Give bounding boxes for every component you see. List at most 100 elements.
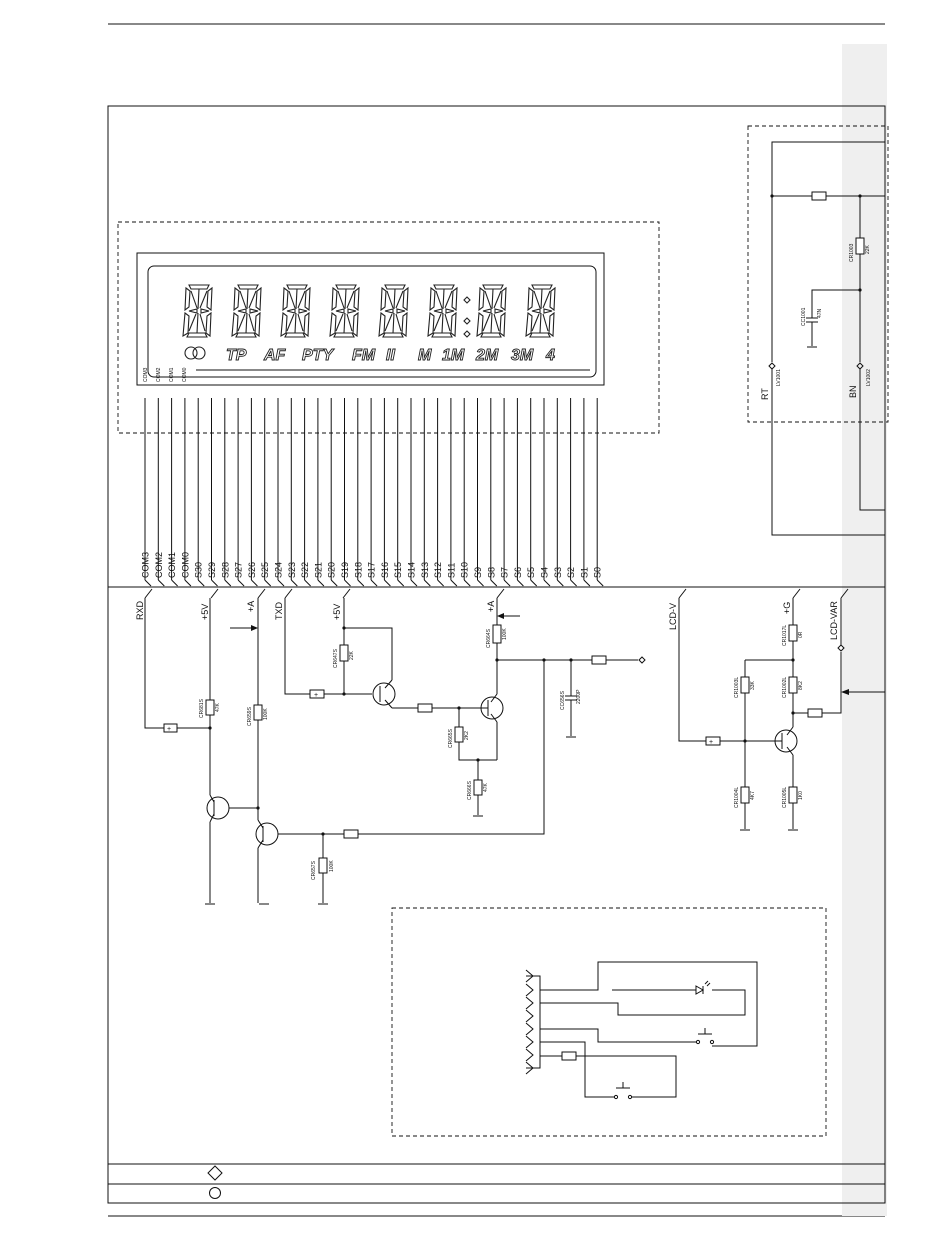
cc656s-value: 2200P	[576, 689, 582, 704]
bus-label: S17	[367, 562, 377, 578]
lcd-panel-inner	[147, 265, 597, 378]
cr1004l-value: 4K7	[750, 791, 756, 800]
cc1001-value: 47N	[817, 308, 823, 318]
cr665s-ref: CR665S	[448, 728, 454, 748]
indicator-2m: 2M	[475, 347, 499, 364]
bus-entry	[437, 579, 444, 587]
bus-entry	[410, 579, 418, 587]
bus-entry	[357, 579, 365, 587]
indicator-1m: 1M	[442, 347, 465, 364]
indicator-af: AF	[263, 347, 287, 364]
bus-label: S15	[393, 562, 403, 578]
cr657s-ref: CR657S	[311, 860, 317, 880]
bus-label: S18	[353, 562, 363, 578]
bus-entry	[237, 579, 245, 587]
cc1001-ref: CC1001	[801, 307, 807, 326]
bus-entry	[490, 579, 498, 587]
signal-5v-b-label: +5V	[332, 604, 342, 620]
bus-label: S21	[313, 562, 323, 578]
cr1004l-ref: CR1004L	[734, 787, 740, 808]
cr647s-ref: CR647S	[333, 648, 339, 668]
cr1002l-value: 8K2	[798, 681, 804, 690]
bus-label: S22	[300, 562, 310, 578]
cc656s-ref: CC656S	[560, 690, 566, 710]
bus-entry	[596, 579, 604, 587]
lcd-panel-outer	[136, 252, 605, 386]
a-supply-circuit: CR659S 100K CR657S 100K	[230, 598, 545, 905]
bus-label: S1	[579, 567, 589, 578]
connector-pin	[525, 1009, 534, 1023]
stereo-indicator-icon	[184, 346, 206, 360]
bus-entry	[304, 579, 311, 587]
cr665s-value: 2K2	[464, 731, 470, 740]
cr657s-value: 100K	[329, 860, 335, 872]
colon-dot-upper	[463, 296, 471, 304]
connector-pin	[525, 996, 534, 1010]
colon-dot-low	[463, 330, 471, 338]
bus-label: S16	[380, 562, 390, 578]
cr681s-value: 47K	[215, 702, 221, 712]
bus-label: S12	[433, 562, 443, 578]
rxd-interface-circuit: + CR681S 47K	[144, 598, 258, 905]
bus-entry	[224, 579, 232, 587]
lcd-com0-label: COM0	[182, 367, 188, 382]
bus-label: S0	[593, 567, 603, 578]
bus-entry	[384, 579, 391, 587]
indicator-3m: 3M	[511, 347, 534, 364]
lcd-module-outline	[117, 221, 660, 434]
bus-label: S26	[247, 562, 257, 578]
signal-lcdvar-label: LCD-VAR	[829, 601, 839, 640]
cr1003-ref: CR1003	[849, 243, 855, 262]
bus-entry	[463, 579, 471, 587]
bus-label: S30	[194, 562, 204, 578]
lcd-pin-lines	[144, 398, 604, 587]
bus-label: S5	[526, 567, 536, 578]
bus-entry	[211, 579, 218, 587]
bus-entry	[370, 579, 378, 587]
connector-pin	[525, 1022, 534, 1036]
signal-a-label: +A	[246, 601, 256, 612]
colon-dot-lower	[463, 317, 471, 325]
svg-text:+: +	[314, 692, 318, 699]
lcd-bias-circuit: + CR1003L 33K CR1004L 4K7 CR1017L 0R CR1…	[678, 598, 885, 831]
signal-bn-label: BN	[848, 385, 858, 398]
bus-entry	[197, 579, 205, 587]
bus-label: S9	[473, 567, 483, 578]
cr1017l-value: 0R	[798, 631, 804, 638]
bus-entry	[157, 579, 165, 587]
connector-pin	[525, 969, 534, 983]
lv1002-ref: LV1002	[866, 369, 872, 386]
connector-pin	[525, 983, 534, 997]
binding-margin	[842, 44, 887, 1216]
output-circuit: CR664S 100K CC656S 2200P	[486, 598, 646, 738]
bus-entry	[397, 579, 405, 587]
bus-entry	[317, 579, 325, 587]
bus-label: S2	[566, 567, 576, 578]
bus-label: S3	[553, 567, 563, 578]
bus-entry	[171, 579, 178, 587]
bus-entry	[184, 579, 192, 587]
cr1003l-value: 33K	[750, 680, 756, 690]
signal-rxd-label: RXD	[135, 600, 145, 620]
bus-label: S24	[274, 562, 284, 578]
indicator-4: 4	[545, 347, 555, 364]
bus-entry	[570, 579, 577, 587]
bus-label: S29	[207, 562, 217, 578]
svg-text:+: +	[167, 726, 171, 733]
cr666s-ref: CR666S	[467, 780, 473, 800]
indicator-m: M	[418, 347, 432, 364]
cr1003-value: 22K	[865, 244, 871, 254]
keypad-led-module	[391, 907, 827, 1137]
cr664s-ref: CR664S	[486, 628, 492, 648]
cr666s-value: 47K	[483, 782, 489, 792]
bus-entry	[517, 579, 524, 587]
bus-entry	[423, 579, 431, 587]
bus-label: S23	[287, 562, 297, 578]
svg-text:+: +	[709, 739, 713, 746]
bus-label: S25	[260, 562, 270, 578]
bus-label: S19	[340, 562, 350, 578]
cr1017l-ref: CR1017L	[782, 625, 788, 646]
signal-txd-label: TXD	[274, 601, 284, 620]
indicator-ii: II	[386, 347, 395, 364]
